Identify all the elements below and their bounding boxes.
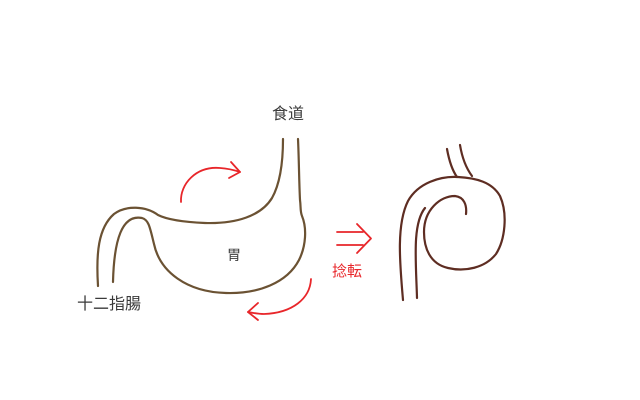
twisted-inner-line bbox=[414, 206, 427, 300]
stomach-outline-inner bbox=[96, 137, 285, 288]
curved-arrow-left-icon bbox=[247, 278, 312, 321]
twisted-esophagus-left bbox=[445, 147, 459, 179]
curved-arrow-right-icon bbox=[180, 161, 241, 203]
twisted-esophagus-right bbox=[458, 143, 474, 178]
twisted-outer-loop bbox=[398, 175, 506, 302]
stomach-outline-outer bbox=[111, 137, 307, 295]
torsion-label: 捻転 bbox=[332, 262, 362, 280]
double-arrow-right-icon bbox=[336, 223, 372, 254]
stomach-label: 胃 bbox=[227, 248, 241, 264]
twisted-stomach bbox=[398, 143, 506, 302]
esophagus-label: 食道 bbox=[272, 104, 304, 123]
normal-stomach bbox=[96, 137, 307, 295]
duodenum-label: 十二指腸 bbox=[77, 294, 141, 313]
